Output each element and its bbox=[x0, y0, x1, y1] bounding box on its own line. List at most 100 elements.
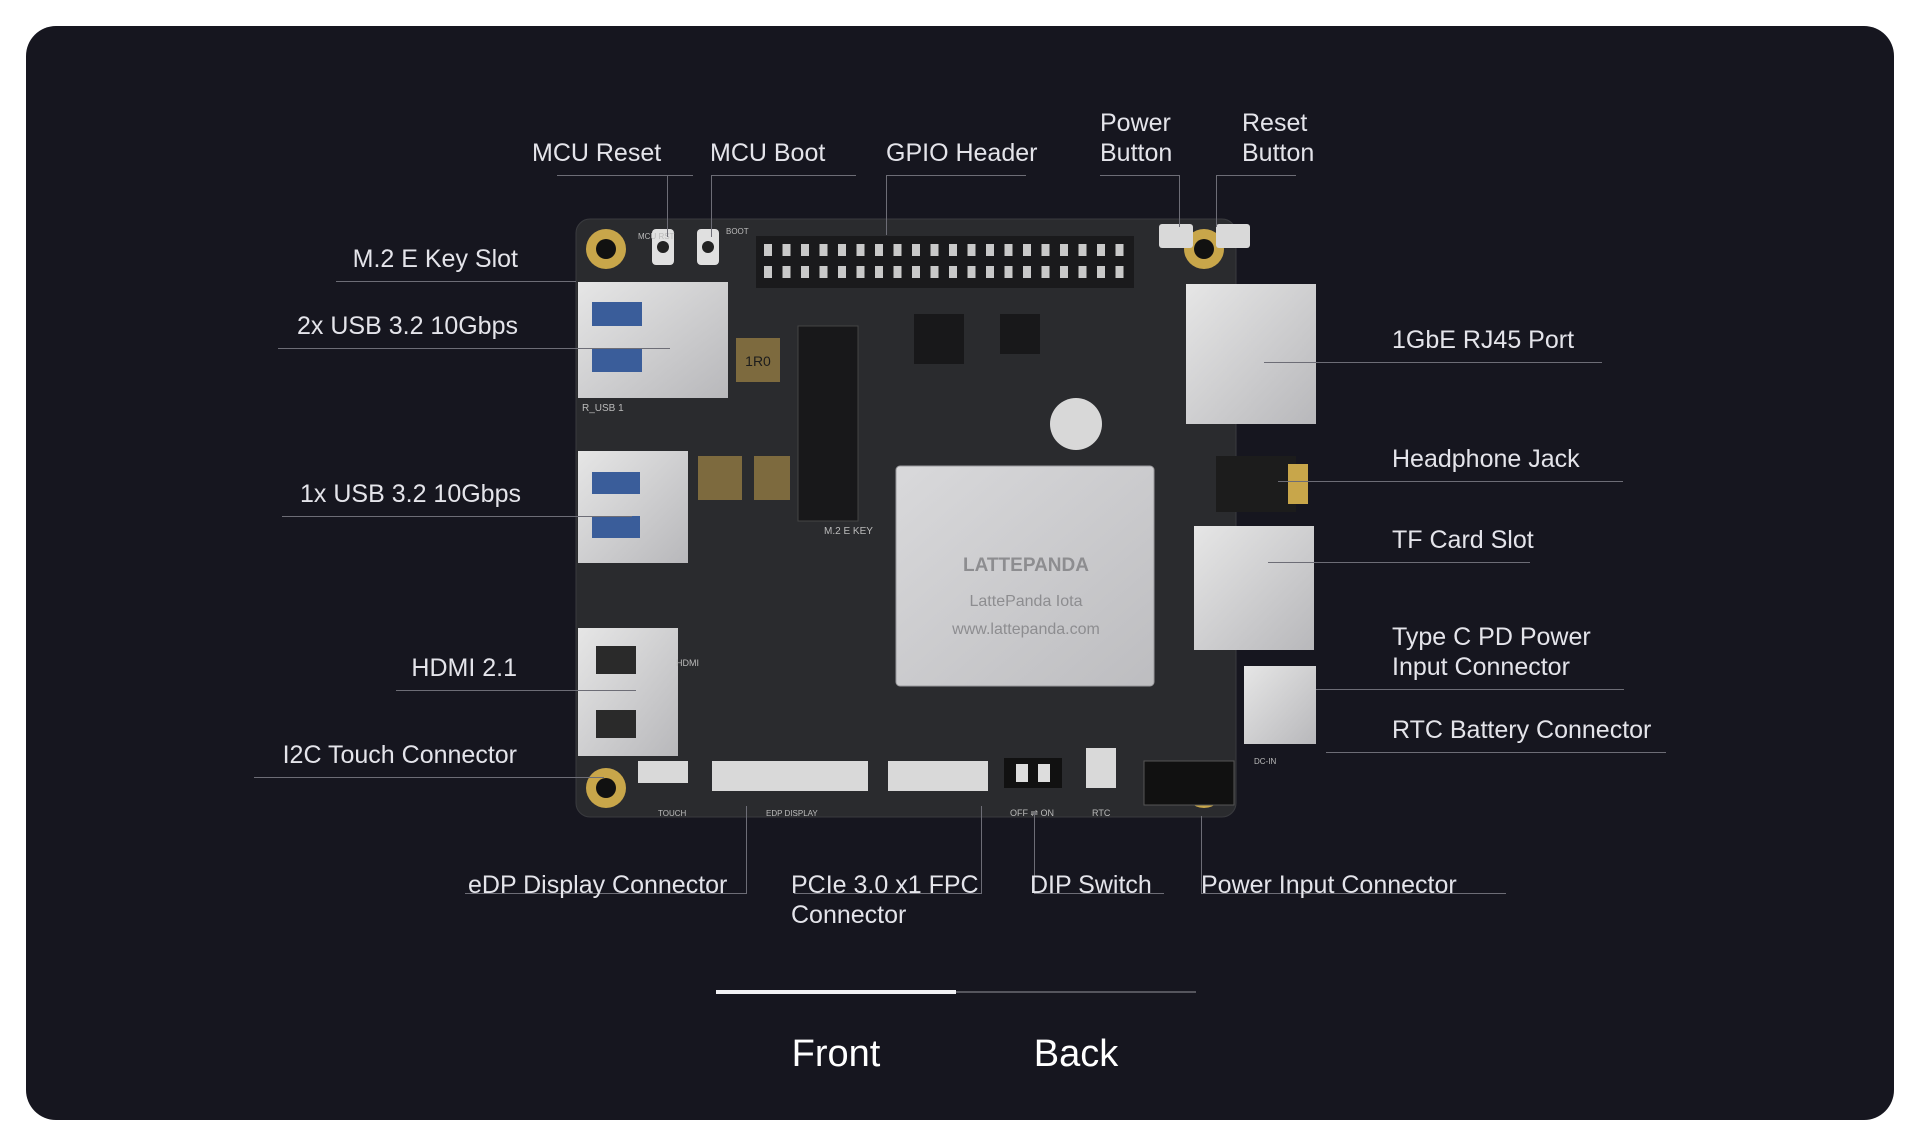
gpio-pin bbox=[1079, 244, 1087, 256]
leader-line bbox=[396, 690, 636, 691]
silk-usb1: R_USB 1 bbox=[582, 403, 624, 414]
gpio-pin bbox=[912, 266, 920, 278]
gpio-pin bbox=[783, 266, 791, 278]
product-card: 1R0 LATTEPANDA LattePanda Iota www.latte… bbox=[26, 26, 1894, 1120]
gpio-pin bbox=[894, 244, 902, 256]
chip-brand: LATTEPANDA bbox=[963, 555, 1089, 576]
label-mcu-reset: MCU Reset bbox=[532, 138, 661, 168]
label-usb-2x: 2x USB 3.2 10Gbps bbox=[208, 311, 518, 341]
label-headphone: Headphone Jack bbox=[1392, 444, 1580, 474]
gpio-pin bbox=[857, 244, 865, 256]
usb-2x-port bbox=[578, 282, 728, 398]
leader-line bbox=[1216, 175, 1296, 176]
leader-line bbox=[981, 806, 982, 894]
gpio-pin bbox=[949, 266, 957, 278]
gpio-pin bbox=[1116, 266, 1124, 278]
gpio-pin bbox=[1023, 266, 1031, 278]
soc-shield bbox=[896, 466, 1154, 686]
view-tabs: Front Back bbox=[716, 991, 1196, 1111]
leader-line bbox=[1326, 752, 1666, 753]
active-tab-indicator bbox=[716, 990, 956, 994]
chip-url: www.lattepanda.com bbox=[951, 621, 1100, 638]
gpio-pin bbox=[931, 266, 939, 278]
leader-line bbox=[254, 777, 604, 778]
silk-hdmi: HDMI bbox=[676, 658, 699, 668]
gpio-pin bbox=[968, 266, 976, 278]
leader-line bbox=[1179, 175, 1180, 227]
label-i2c-touch: I2C Touch Connector bbox=[206, 740, 517, 770]
label-tf-card: TF Card Slot bbox=[1392, 525, 1534, 555]
gpio-pin bbox=[931, 244, 939, 256]
gpio-pin bbox=[1042, 244, 1050, 256]
leader-line bbox=[336, 281, 576, 282]
chip-model: LattePanda Iota bbox=[970, 593, 1083, 610]
gpio-pin bbox=[1116, 244, 1124, 256]
rj45-port bbox=[1186, 284, 1316, 424]
gpio-pin bbox=[764, 266, 772, 278]
silk-touch: TOUCH bbox=[658, 809, 687, 818]
leader-line bbox=[667, 175, 668, 237]
gpio-pin bbox=[783, 244, 791, 256]
label-edp: eDP Display Connector bbox=[468, 870, 727, 900]
silk-mcu-rst: MCU RST bbox=[638, 232, 675, 241]
gpio-pin bbox=[801, 244, 809, 256]
label-rj45: 1GbE RJ45 Port bbox=[1392, 325, 1574, 355]
tf-card-slot bbox=[1194, 526, 1314, 650]
diagram-stage: 1R0 LATTEPANDA LattePanda Iota www.latte… bbox=[26, 26, 1894, 1120]
gpio-pin bbox=[1042, 266, 1050, 278]
gpio-pin bbox=[968, 244, 976, 256]
gpio-pin bbox=[894, 266, 902, 278]
gpio-pin bbox=[1005, 266, 1013, 278]
tab-front[interactable]: Front bbox=[716, 1031, 956, 1077]
leader-line bbox=[746, 806, 747, 894]
gpio-pin bbox=[1023, 244, 1031, 256]
gpio-pin bbox=[801, 266, 809, 278]
silk-dip: OFF ⇌ ON bbox=[1010, 808, 1054, 818]
headphone-jack bbox=[1216, 456, 1296, 512]
leader-line bbox=[1100, 175, 1180, 176]
silk-boot: BOOT bbox=[726, 227, 749, 236]
label-m2-e-key: M.2 E Key Slot bbox=[236, 244, 518, 274]
power-input-port bbox=[1144, 761, 1234, 805]
label-rtc-battery: RTC Battery Connector bbox=[1392, 715, 1651, 745]
label-gpio-header: GPIO Header bbox=[886, 138, 1037, 168]
leader-line bbox=[711, 175, 712, 237]
label-typec: Type C PD PowerInput Connector bbox=[1392, 622, 1591, 682]
gpio-pin bbox=[1097, 244, 1105, 256]
pcie-fpc-connector bbox=[888, 761, 988, 791]
label-mcu-boot: MCU Boot bbox=[710, 138, 825, 168]
gpio-pin bbox=[820, 244, 828, 256]
gpio-pin bbox=[1060, 244, 1068, 256]
label-hdmi: HDMI 2.1 bbox=[276, 653, 517, 683]
edp-connector bbox=[712, 761, 868, 791]
leader-line bbox=[1264, 362, 1602, 363]
gpio-pin bbox=[838, 244, 846, 256]
label-power-input: Power Input Connector bbox=[1201, 870, 1457, 900]
leader-line bbox=[886, 175, 887, 235]
label-dip: DIP Switch bbox=[1030, 870, 1152, 900]
gpio-pin bbox=[838, 266, 846, 278]
leader-line bbox=[1278, 481, 1623, 482]
gpio-pin bbox=[986, 266, 994, 278]
gpio-pin bbox=[764, 244, 772, 256]
gpio-pin bbox=[1097, 266, 1105, 278]
leader-line bbox=[711, 175, 856, 176]
gpio-pin bbox=[912, 244, 920, 256]
usb-1x-port bbox=[578, 451, 688, 563]
leader-line bbox=[278, 348, 670, 349]
gpio-pin bbox=[820, 266, 828, 278]
typec-port bbox=[1244, 666, 1316, 744]
board-image: 1R0 LATTEPANDA LattePanda Iota www.latte… bbox=[26, 26, 1894, 1120]
gpio-pin bbox=[949, 244, 957, 256]
gpio-pin bbox=[986, 244, 994, 256]
m2-slot bbox=[798, 326, 858, 521]
gpio-pin bbox=[1079, 266, 1087, 278]
dip-switch bbox=[1004, 758, 1062, 788]
tab-back[interactable]: Back bbox=[956, 1031, 1196, 1077]
gpio-pin bbox=[875, 244, 883, 256]
gpio-pin bbox=[875, 266, 883, 278]
silk-m2: M.2 E KEY bbox=[824, 526, 873, 537]
silk-rtc: RTC bbox=[1092, 808, 1111, 818]
